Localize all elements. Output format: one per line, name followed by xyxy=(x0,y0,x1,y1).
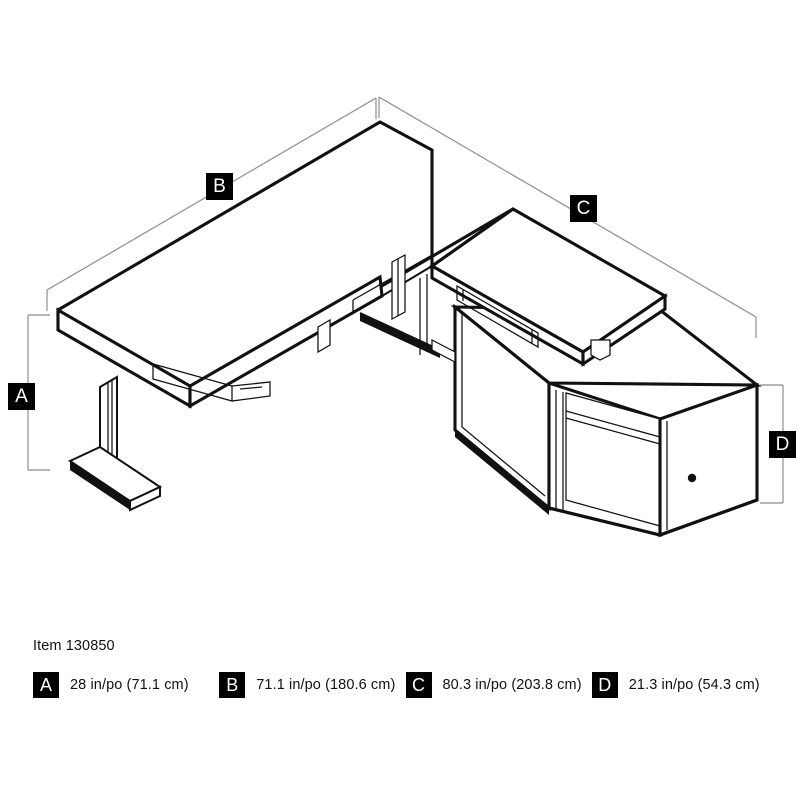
leg-foot-front-shadow xyxy=(70,461,130,510)
return-support-bracket xyxy=(590,339,611,361)
center-beam-shadow xyxy=(360,313,440,358)
left-underside-rail-end xyxy=(231,381,271,402)
credenza-bottom-rail-shadow xyxy=(455,430,549,515)
legend-area: Item 130850 A 28 in/po (71.1 cm) B 71.1 … xyxy=(0,610,800,800)
credenza-right-end-panel xyxy=(658,382,759,538)
legend-text-c: 80.3 in/po (203.8 cm) xyxy=(442,677,582,693)
legend-entry-d: D 21.3 in/po (54.3 cm) xyxy=(591,672,778,698)
legend-badge-b: B xyxy=(219,672,246,698)
right-desk-leg-stub xyxy=(317,318,331,354)
cabinet-knob-icon xyxy=(687,473,697,483)
desk-corner-edge xyxy=(381,265,433,297)
item-code-label: Item 130850 xyxy=(33,638,115,654)
center-beam-top xyxy=(359,312,441,351)
legend-entry-c: C 80.3 in/po (203.8 cm) xyxy=(405,672,592,698)
cabinet-attach-bracket xyxy=(431,338,456,364)
callout-badge-b: B xyxy=(206,173,233,200)
legend-entry-a: A 28 in/po (71.1 cm) xyxy=(33,672,219,698)
right-desk-support-leg xyxy=(317,318,331,354)
dimension-legend-row: A 28 in/po (71.1 cm) B 71.1 in/po (180.6… xyxy=(33,672,778,698)
legend-badge-a: A xyxy=(33,672,59,698)
credenza-shelf-line-2 xyxy=(565,417,661,445)
credenza-shelf-line xyxy=(565,410,661,438)
legend-text-b: 71.1 in/po (180.6 cm) xyxy=(256,677,396,693)
main-desk-surface xyxy=(56,120,514,409)
legend-text-d: 21.3 in/po (54.3 cm) xyxy=(628,677,760,693)
legend-badge-d: D xyxy=(591,672,618,698)
legend-entry-b: B 71.1 in/po (180.6 cm) xyxy=(219,672,405,698)
left-adjustable-leg xyxy=(67,375,163,512)
callout-badge-d: D xyxy=(769,431,796,458)
center-support-structure xyxy=(359,253,456,364)
credenza-left-panel-inner-edge xyxy=(461,313,546,497)
desk-isometric-drawing xyxy=(27,96,784,538)
leg-foot-right-thickness xyxy=(129,485,161,512)
legend-badge-c: C xyxy=(405,672,432,698)
credenza-bottom-edge xyxy=(548,498,758,537)
left-rail-inner xyxy=(239,386,263,390)
diagram-canvas: A B C D xyxy=(8,96,796,538)
callout-badge-c: C xyxy=(570,195,597,222)
return-desk-underside-rail xyxy=(456,284,539,349)
legend-text-a: 28 in/po (71.1 cm) xyxy=(70,677,189,693)
dim-c-line xyxy=(378,96,757,318)
callout-badge-a: A xyxy=(8,383,35,410)
